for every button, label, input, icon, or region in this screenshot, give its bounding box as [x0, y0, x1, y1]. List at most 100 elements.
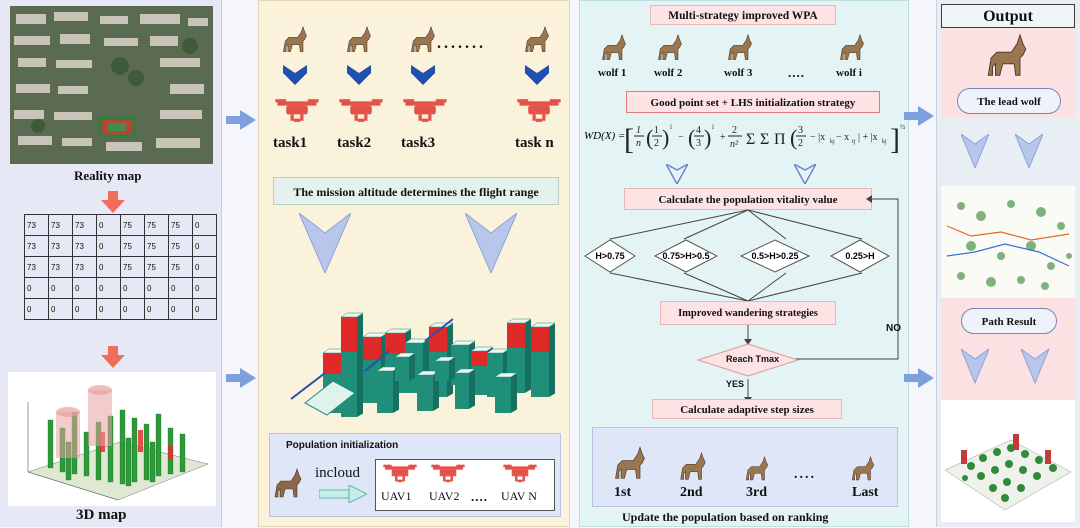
- grid-cell: 73: [48, 235, 73, 257]
- grid-cell: 0: [192, 277, 217, 299]
- grid-cell: 0: [120, 298, 145, 320]
- grid-cell: 73: [24, 256, 49, 278]
- wolf-icon: [274, 468, 302, 498]
- svg-text:): ): [662, 125, 669, 150]
- grid-cell: 0: [96, 256, 121, 278]
- no-label: NO: [886, 323, 901, 334]
- 3d-map-label: 3D map: [76, 507, 127, 523]
- rank-label: Last: [852, 485, 879, 500]
- svg-text:½: ½: [900, 123, 905, 131]
- svg-text:3: 3: [696, 138, 701, 149]
- grid-cell: 73: [24, 235, 49, 257]
- svg-text:3: 3: [798, 125, 803, 136]
- chevron-down-icon: [283, 65, 307, 90]
- svg-text:− |x: − |x: [810, 132, 825, 143]
- condition-label: H>0.75: [595, 251, 625, 261]
- building: [416, 370, 440, 411]
- down-arrow-icon: [961, 134, 989, 168]
- adaptive-box: Calculate adaptive step sizes: [652, 399, 842, 419]
- wolf-icon: [598, 33, 630, 70]
- grid-cell: 75: [144, 235, 169, 257]
- svg-text:(: (: [688, 125, 695, 150]
- wolf-icon: [654, 33, 686, 70]
- grid-cell: 73: [72, 235, 97, 257]
- incloud-label: incloud: [315, 465, 360, 481]
- wandering-box: Improved wandering strategies: [660, 301, 836, 325]
- grid-cell: 0: [144, 298, 169, 320]
- down-arrow-icon: [794, 164, 816, 184]
- wolf-icon: [676, 451, 710, 490]
- chevron-down-icon: [525, 65, 549, 90]
- grid-cell: 73: [24, 214, 49, 236]
- svg-text:i: i: [712, 123, 714, 131]
- algorithm-title: Multi-strategy improved WPA: [650, 5, 836, 25]
- grid-cell: 0: [96, 235, 121, 257]
- svg-text:| + |x: | + |x: [858, 132, 878, 143]
- wolf-icon: [724, 33, 756, 70]
- output-title: Output: [941, 4, 1075, 28]
- down-arrow-icon: [101, 191, 125, 213]
- grid-cell: 75: [144, 214, 169, 236]
- reality-map-label: Reality map: [74, 168, 142, 183]
- drone-icon: [503, 463, 537, 488]
- building: [434, 356, 456, 381]
- down-arrow-icon: [961, 348, 989, 384]
- wolf-icon: [407, 25, 439, 62]
- update-label: Update the population based on ranking: [622, 510, 829, 524]
- formula-lhs: WD(X) =: [584, 130, 626, 142]
- svg-text:(: (: [790, 125, 797, 150]
- reality-map-image: [10, 6, 213, 164]
- grid-cell: 0: [48, 277, 73, 299]
- grid-cell: 0: [192, 214, 217, 236]
- uav-label: UAV1: [381, 489, 412, 503]
- rank-label: 1st: [614, 485, 632, 500]
- svg-text:Σ: Σ: [760, 131, 769, 148]
- lead-wolf-box: The lead wolf: [957, 88, 1061, 114]
- svg-text:tj: tj: [852, 139, 856, 145]
- grid-cell: 0: [192, 298, 217, 320]
- right-arrow-icon: [904, 368, 934, 388]
- grid-cell: 0: [168, 298, 193, 320]
- drone-icon: [403, 97, 447, 128]
- task-label: task2: [337, 135, 372, 151]
- city-3d-illustration: [290, 312, 555, 417]
- building: [494, 372, 518, 413]
- reach-tmax-label: Reach Tmax: [726, 354, 780, 364]
- down-arrow-icon: [1021, 348, 1049, 384]
- vitality-box: Calculate the population vitality value: [624, 188, 872, 210]
- wolf-icon: [848, 455, 878, 490]
- svg-text:2: 2: [732, 125, 737, 136]
- altitude-text: The mission altitude determines the flig…: [293, 185, 539, 199]
- svg-text:1: 1: [654, 125, 659, 136]
- altitude-box: The mission altitude determines the flig…: [273, 177, 559, 205]
- svg-text:]: ]: [890, 123, 900, 156]
- grid-cell: 0: [120, 277, 145, 299]
- svg-text:): ): [704, 125, 711, 150]
- chevron-down-icon: [411, 65, 435, 90]
- wolf-label: wolf i: [836, 67, 862, 79]
- right-arrow-icon: [319, 485, 367, 503]
- drone-icon: [383, 463, 417, 488]
- grid-cell: 0: [192, 256, 217, 278]
- rank-label: 3rd: [746, 485, 767, 500]
- condition-diamond: [829, 239, 891, 278]
- drone-icon: [431, 463, 465, 488]
- wolf-icon: [610, 445, 650, 490]
- down-arrow-icon: [465, 213, 517, 273]
- output-panel: Output The lead wolf Path Result: [936, 0, 1080, 527]
- grid-cell: 75: [120, 235, 145, 257]
- wolf-icon: [742, 455, 772, 490]
- svg-text:n²: n²: [730, 139, 739, 150]
- wolf-label: wolf 2: [654, 67, 683, 79]
- grid-cell: 0: [168, 277, 193, 299]
- condition-label: 0.5>H>0.25: [751, 251, 799, 261]
- init-strategy-box: Good point set + LHS initialization stra…: [626, 91, 880, 113]
- grid-cell: 73: [72, 214, 97, 236]
- drone-icon: [339, 97, 383, 128]
- wolf-icon: [521, 25, 553, 62]
- building: [454, 368, 476, 409]
- grid-cell: 75: [168, 235, 193, 257]
